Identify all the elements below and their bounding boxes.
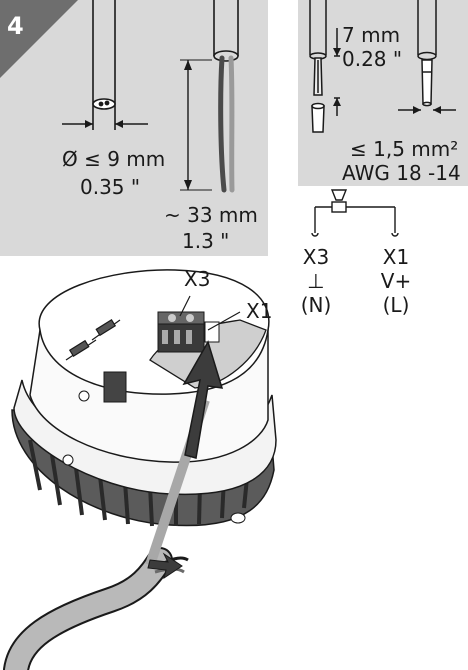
schematic-neutral-label: (N) bbox=[300, 293, 332, 317]
step-badge bbox=[0, 0, 78, 78]
stripped-cable-drawing bbox=[180, 0, 239, 193]
terminal-x3-label: X3 bbox=[184, 267, 211, 291]
schematic-vplus-label: V+ bbox=[380, 269, 412, 293]
wire-strip-drawing bbox=[309, 0, 456, 133]
schematic-x1-label: X1 bbox=[382, 245, 410, 269]
wire-awg-label: AWG 18 -14 bbox=[342, 161, 461, 185]
device-base-drawing bbox=[11, 269, 277, 527]
schematic-ground-symbol: ⊥ bbox=[307, 269, 325, 293]
incoming-cable-drawing bbox=[3, 340, 224, 670]
diameter-label: Ø ≤ 9 mm bbox=[62, 147, 166, 171]
wiring-schematic bbox=[311, 189, 399, 237]
cable-end-drawing bbox=[62, 0, 148, 130]
schematic-line-label: (L) bbox=[382, 293, 410, 317]
step-number: 4 bbox=[7, 12, 24, 40]
strip-end-label: 7 mm bbox=[342, 23, 401, 47]
terminal-x1-label: X1 bbox=[246, 299, 273, 323]
strip-length-inch-label: 1.3 " bbox=[182, 229, 230, 253]
strip-end-inch-label: 0.28 " bbox=[342, 47, 403, 71]
schematic-x3-label: X3 bbox=[302, 245, 330, 269]
wire-size-label: ≤ 1,5 mm² bbox=[350, 137, 459, 161]
strip-length-label: ~ 33 mm bbox=[164, 203, 258, 227]
diameter-inch-label: 0.35 " bbox=[80, 175, 141, 199]
